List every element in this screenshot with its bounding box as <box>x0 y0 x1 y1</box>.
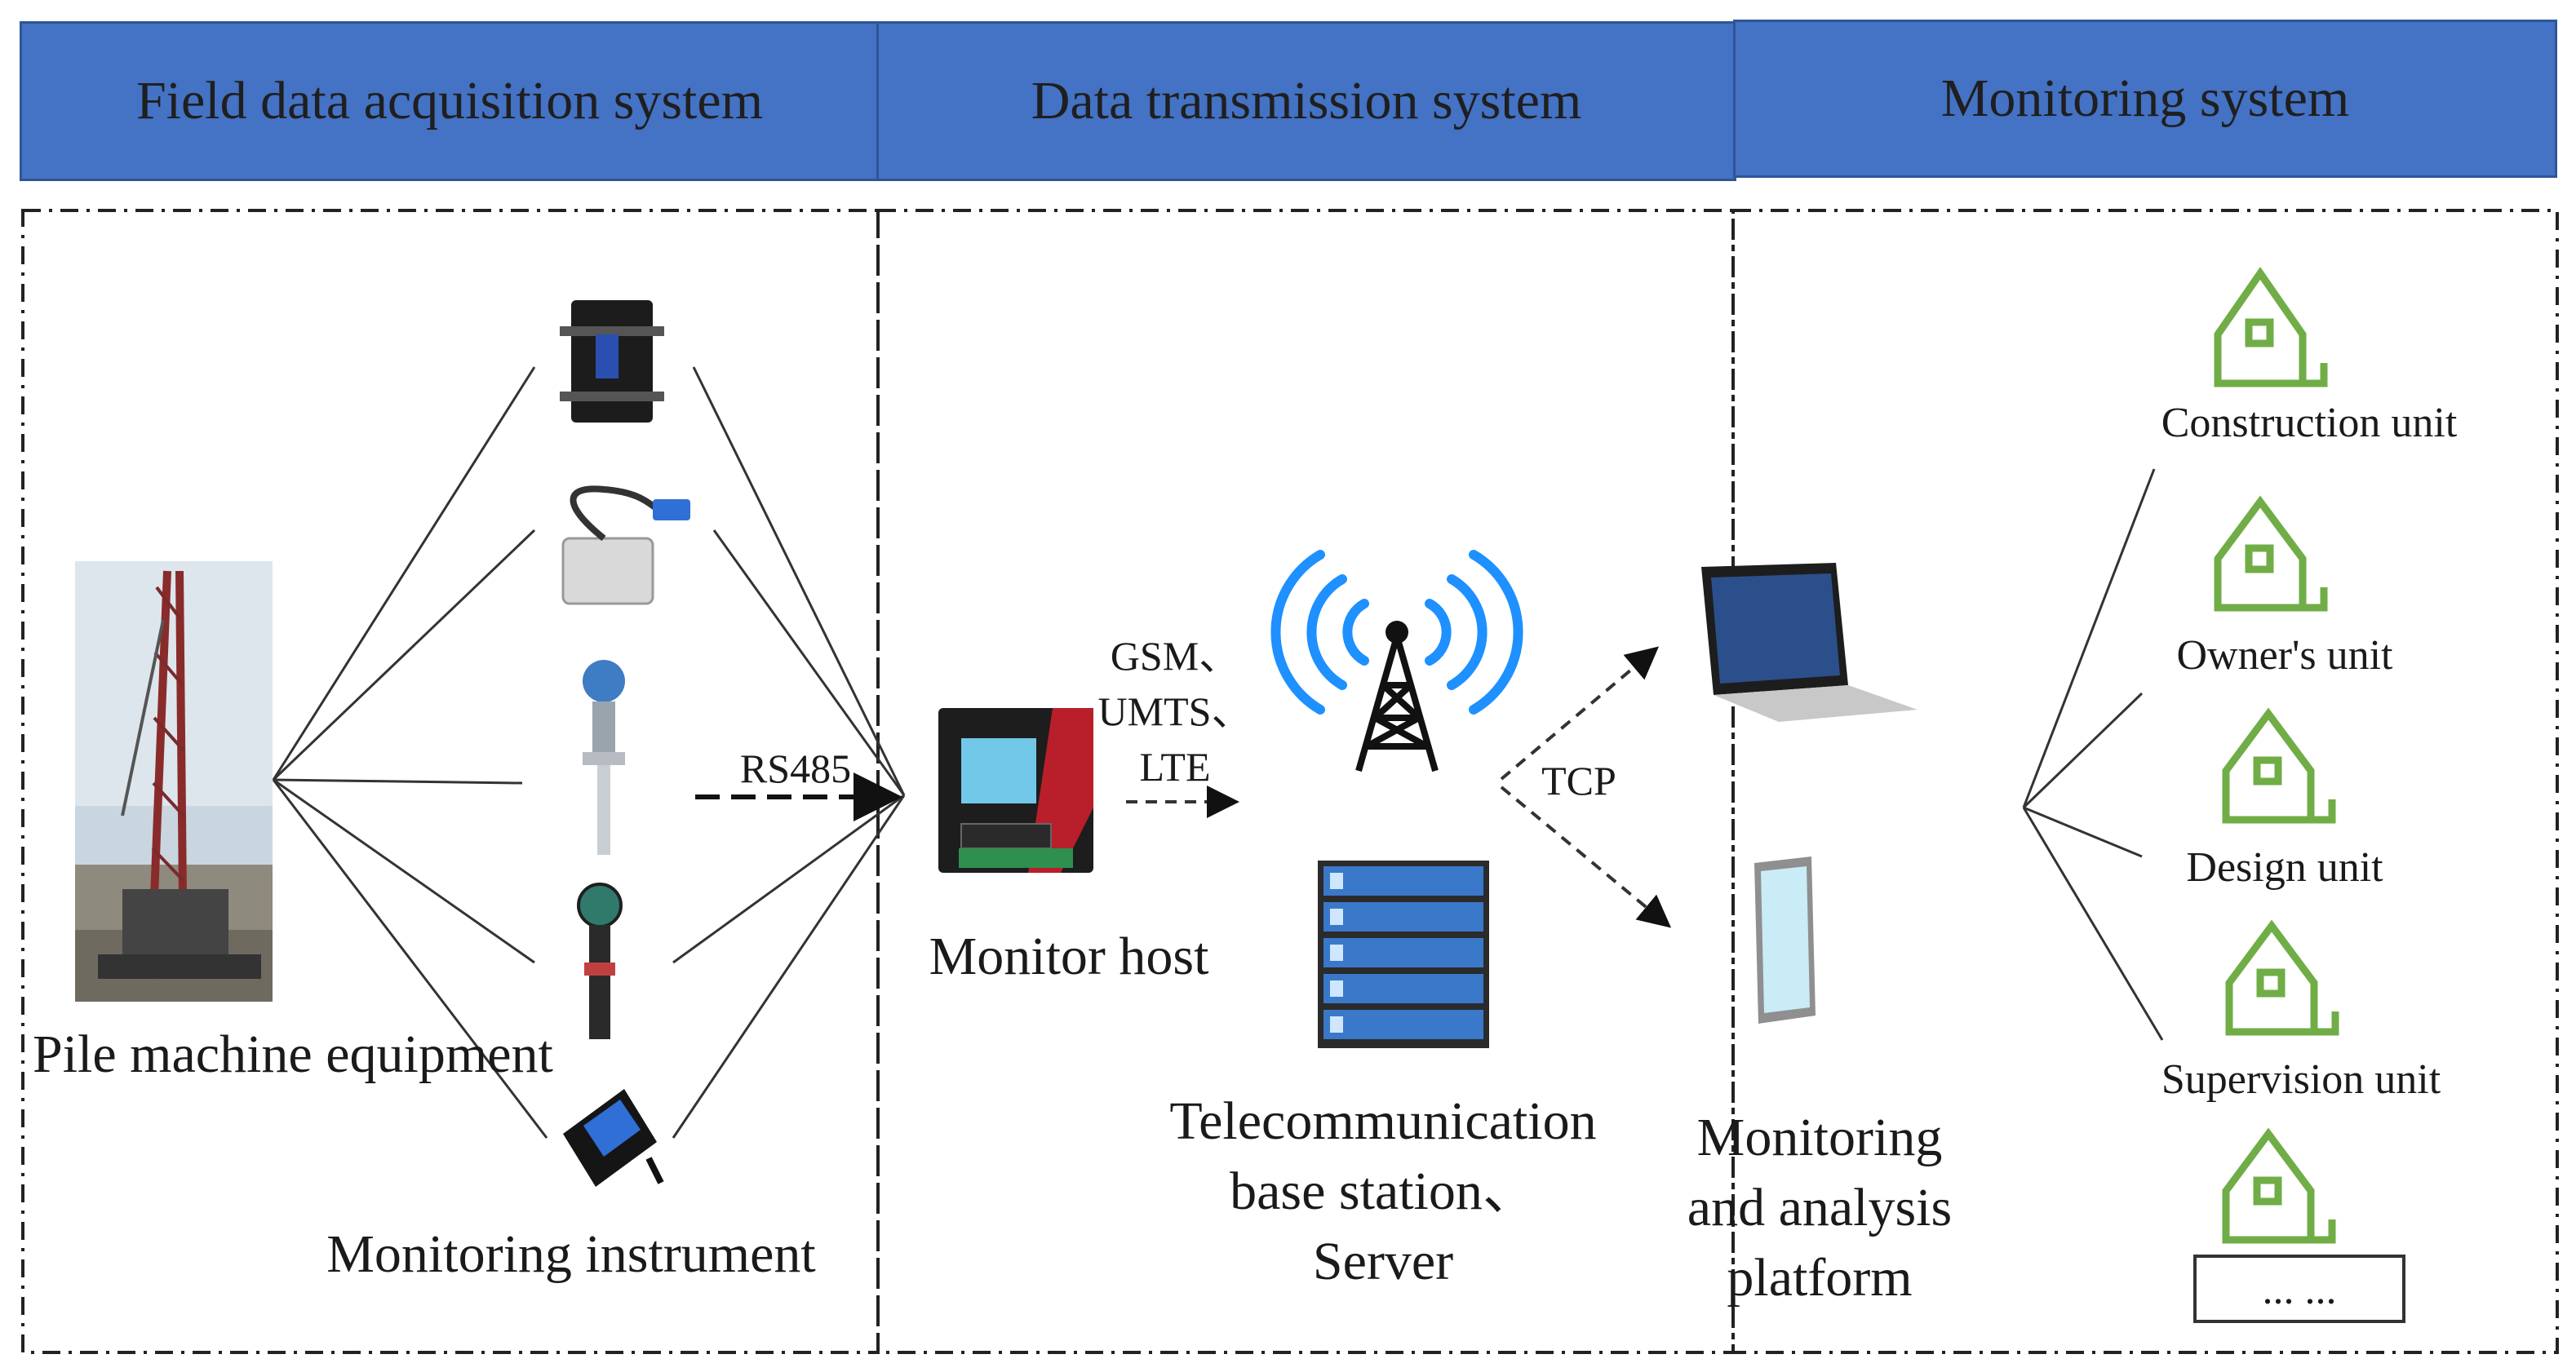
unit-label-owner: Owner's unit <box>2176 632 2393 679</box>
frame-monitoring <box>1731 209 2559 1354</box>
more-units-label: ... ... <box>2262 1267 2337 1313</box>
header-monitoring-label: Monitoring system <box>1940 69 2350 128</box>
instrument-tilt-sensor <box>563 1089 664 1187</box>
pile-machine-photo <box>75 561 273 1002</box>
tcp-label: TCP <box>1541 758 1616 803</box>
unit-icon-other <box>2222 1127 2336 1244</box>
monitoring-instrument-label: Monitoring instrument <box>326 1224 816 1284</box>
tcp-arrows <box>1500 646 1672 928</box>
instrument-pressure-transmitter <box>583 660 625 855</box>
antenna-tower-icon <box>1270 550 1523 772</box>
network-lte: LTE <box>1139 744 1211 790</box>
unit-icon-owner <box>2214 495 2328 612</box>
rs485-label: RS485 <box>739 746 852 791</box>
more-units-box <box>2193 1255 2405 1323</box>
header-field-data-acquisition: Field data acquisition system <box>20 21 880 181</box>
pile-machine-label: Pile machine equipment <box>33 1025 553 1084</box>
instrument-cable-sensor <box>561 485 690 605</box>
unit-icon-supervision <box>2225 919 2339 1036</box>
unit-label-supervision: Supervision unit <box>2161 1056 2441 1103</box>
instrument-box-sensor <box>560 300 664 423</box>
platform-label: Monitoring and analysis platform <box>1687 1108 1953 1308</box>
header-data-transmission: Data transmission system <box>876 21 1736 181</box>
server-rack-icon <box>1318 861 1489 1048</box>
laptop-icon <box>1701 563 1918 722</box>
network-gsm: GSM、 <box>1110 633 1240 679</box>
network-umts: UMTS、 <box>1097 688 1253 734</box>
connector-lines-units <box>2022 468 2164 1041</box>
network-types-label: GSM、 UMTS、 LTE <box>1077 628 1273 794</box>
connector-lines-left <box>272 366 548 1139</box>
monitor-host-device <box>938 708 1093 873</box>
unit-icon-construction <box>2214 267 2328 387</box>
monitor-host-label: Monitor host <box>929 927 1209 986</box>
unit-icon-design <box>2222 707 2336 824</box>
connector-lines-right <box>672 366 906 1139</box>
instrument-flow-sensor <box>577 883 623 1039</box>
header-field-label: Field data acquisition system <box>135 71 764 131</box>
unit-label-construction: Construction unit <box>2161 400 2458 446</box>
base-station-label: Telecommunication base station、 Server <box>1169 1091 1597 1291</box>
header-transmission-label: Data transmission system <box>1031 71 1582 131</box>
header-monitoring-system: Monitoring system <box>1733 20 2557 178</box>
smartphone-icon <box>1754 856 1816 1024</box>
unit-label-design: Design unit <box>2186 844 2383 891</box>
